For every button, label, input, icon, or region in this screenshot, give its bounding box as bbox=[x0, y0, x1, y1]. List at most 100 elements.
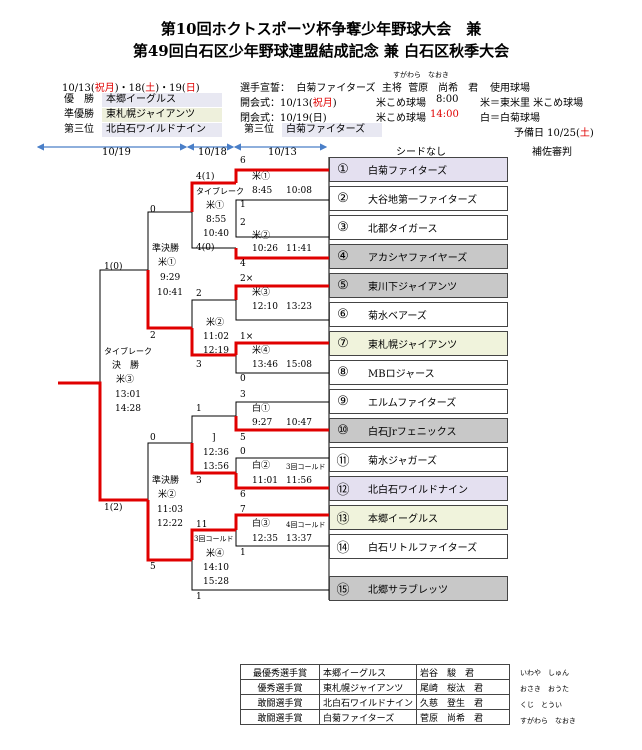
closing-ceremony: 閉会式：10/19(日) bbox=[240, 113, 327, 124]
seed-note: シードなし bbox=[396, 147, 446, 158]
score: 5 bbox=[240, 433, 246, 443]
awards-table: 最優秀選手賞 本郷イーグルス 岩谷 駿 君 優秀選手賞 東札幌ジャイアンツ 尾崎… bbox=[240, 664, 510, 725]
closing-field: 米こめ球場 bbox=[376, 113, 426, 124]
bracket-mark: ] bbox=[212, 433, 216, 443]
game-end: 10:40 bbox=[203, 229, 229, 239]
game-end: 10:41 bbox=[157, 288, 183, 298]
award-team: 白菊ファイターズ bbox=[318, 709, 418, 725]
round-date-semi: 10/18 bbox=[198, 147, 227, 158]
game-start: 11:01 bbox=[252, 476, 278, 486]
score: 4 bbox=[240, 259, 246, 269]
result-label: 第三位 bbox=[244, 124, 274, 135]
result-team: 北白石ワイルドナイン bbox=[102, 123, 222, 137]
called-game-note: 3回コールド bbox=[286, 463, 326, 471]
score: 3 bbox=[196, 360, 202, 370]
game-start: 11:02 bbox=[203, 332, 229, 342]
game-end: 15:08 bbox=[286, 360, 312, 370]
game-end: 12:19 bbox=[203, 346, 229, 356]
game-id: 白② bbox=[252, 461, 271, 471]
game-start: 13:01 bbox=[115, 390, 141, 400]
award-title: 敢闘選手賞 bbox=[240, 709, 320, 725]
venue-label: 使用球場 bbox=[490, 83, 530, 94]
score: 1 bbox=[240, 200, 246, 210]
closing-time: 14:00 bbox=[430, 109, 459, 120]
game-start: 9:27 bbox=[252, 418, 273, 428]
oath-ruby: すがわら なおき bbox=[393, 71, 449, 79]
award-player: 岩谷 駿 君 bbox=[416, 664, 510, 680]
award-ruby: すがわら なおき bbox=[520, 717, 576, 725]
game-end: 11:56 bbox=[286, 476, 312, 486]
result-team: 東札幌ジャイアンツ bbox=[102, 108, 222, 122]
game-start: 12:35 bbox=[252, 534, 278, 544]
game-start: 12:36 bbox=[203, 448, 229, 458]
score: 1× bbox=[240, 332, 254, 342]
tiebreak-note: タイブレーク bbox=[104, 347, 152, 356]
game-id: 米① bbox=[206, 201, 225, 211]
game-end: 11:41 bbox=[286, 244, 312, 254]
game-id: 米④ bbox=[252, 346, 271, 356]
game-start: 10:26 bbox=[252, 244, 278, 254]
opening-field: 米こめ球場 bbox=[376, 98, 426, 109]
game-end: 13:37 bbox=[286, 534, 312, 544]
result-label: 優 勝 bbox=[64, 94, 94, 105]
award-title: 最優秀選手賞 bbox=[240, 664, 320, 680]
score: 6 bbox=[240, 156, 246, 166]
game-start: 8:45 bbox=[252, 186, 273, 196]
opening-ceremony: 開会式：10/13(祝月) bbox=[240, 98, 337, 109]
game-start: 11:03 bbox=[157, 505, 183, 515]
award-team: 本郷イーグルス bbox=[318, 664, 418, 680]
result-team: 白菊ファイターズ bbox=[282, 123, 382, 137]
award-row: 敢闘選手賞 北白石ワイルドナイン 久慈 登生 君 bbox=[240, 694, 510, 710]
round-name: 準決勝 bbox=[152, 244, 180, 254]
score: 2 bbox=[196, 289, 202, 299]
bracket-lines bbox=[58, 157, 330, 600]
game-id: 米② bbox=[206, 318, 225, 328]
game-end: 12:22 bbox=[157, 519, 183, 529]
score: 7 bbox=[240, 505, 246, 515]
award-player: 菅原 尚希 君 bbox=[416, 709, 510, 725]
score: 2 bbox=[240, 218, 246, 228]
title-line1: 第10回ホクトスポーツ杯争奪少年野球大会 兼 bbox=[160, 20, 482, 38]
tiebreak-note: タイブレーク bbox=[196, 187, 244, 196]
round-name: 準決勝 bbox=[152, 476, 180, 486]
score: 2× bbox=[240, 274, 254, 284]
game-id: 米② bbox=[252, 231, 271, 241]
venue-2: 白＝白菊球場 bbox=[480, 113, 540, 124]
award-title: 優秀選手賞 bbox=[240, 679, 320, 695]
result-label: 準優勝 bbox=[64, 109, 94, 120]
result-team: 本郷イーグルス bbox=[102, 93, 222, 107]
game-start: 12:10 bbox=[252, 302, 278, 312]
dates: 10/13(祝月)・18(土)・19(日) bbox=[62, 83, 200, 94]
score: 1 bbox=[196, 592, 202, 602]
score: 5 bbox=[150, 562, 156, 572]
score: 2 bbox=[150, 331, 156, 341]
score: 3 bbox=[196, 476, 202, 486]
game-end: 10:47 bbox=[286, 418, 312, 428]
umpire-note: 補佐審判 bbox=[532, 147, 572, 158]
score: 1(0) bbox=[104, 262, 123, 272]
award-player: 尾崎 桜汰 君 bbox=[416, 679, 510, 695]
game-id: 米② bbox=[158, 490, 177, 500]
award-player: 久慈 登生 君 bbox=[416, 694, 510, 710]
score: 1 bbox=[196, 404, 202, 414]
score: 1(2) bbox=[104, 503, 123, 513]
score: 0 bbox=[150, 205, 156, 215]
called-game-note: 4回コールド bbox=[286, 521, 326, 529]
award-team: 北白石ワイルドナイン bbox=[318, 694, 418, 710]
award-row: 最優秀選手賞 本郷イーグルス 岩谷 駿 君 bbox=[240, 664, 510, 680]
award-ruby: おさき おうた bbox=[520, 685, 569, 693]
round-date-first: 10/13 bbox=[268, 147, 297, 158]
oath: 選手宣誓： 白菊ファイターズ 主将 菅原 尚希 君 bbox=[240, 83, 479, 94]
